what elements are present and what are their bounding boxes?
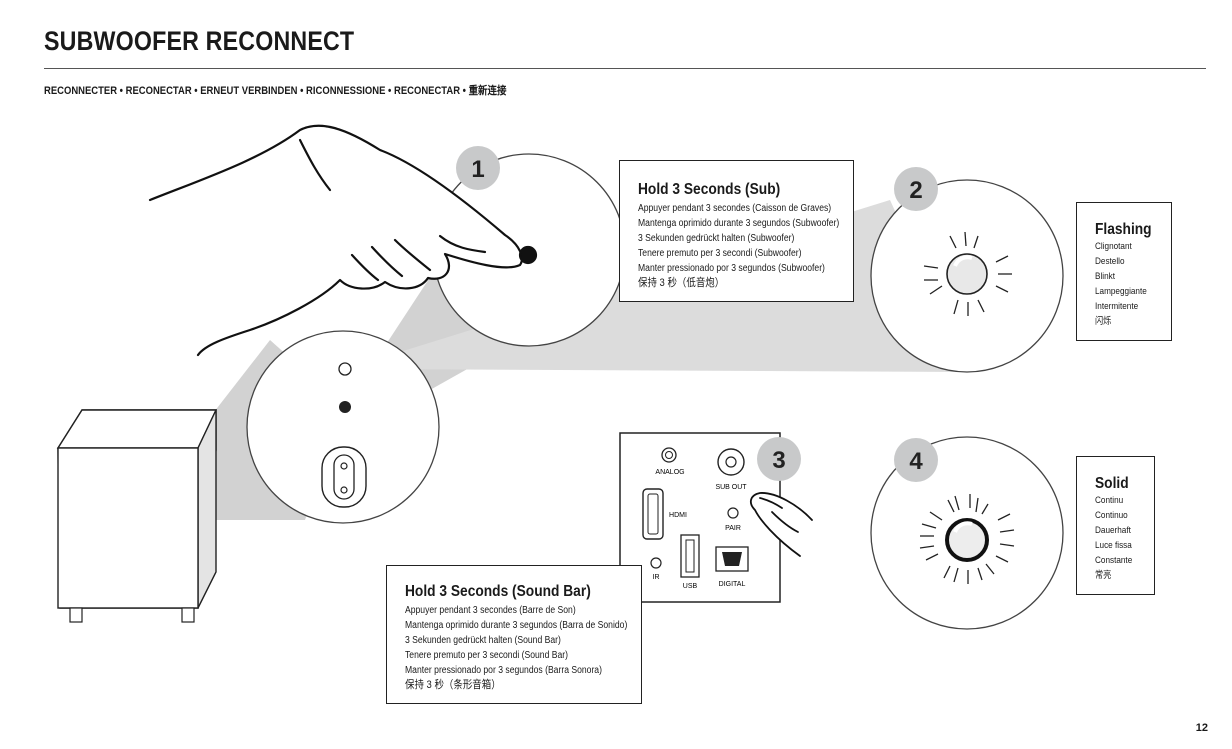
soundbar-instruction-box: Hold 3 Seconds (Sound Bar) Appuyer penda…: [386, 565, 642, 704]
sub-instruction-heading: Hold 3 Seconds (Sub): [638, 181, 781, 198]
sub-connect-button: [339, 401, 351, 413]
sub-led-indicator: [338, 362, 352, 376]
soundbar-instruction-line: Appuyer pendant 3 secondes (Barre de Son…: [405, 605, 576, 616]
flashing-state-box: Flashing Clignotant Destello Blinkt Lamp…: [1076, 202, 1172, 341]
sub-instruction-line: Tenere premuto per 3 secondi (Subwoofer): [638, 248, 802, 259]
page-number: 12: [1195, 722, 1208, 734]
sub-instruction-line: 3 Sekunden gedrückt halten (Subwoofer): [638, 233, 795, 244]
hdmi-label: HDMI: [669, 512, 687, 519]
subwoofer-icon: [56, 409, 218, 623]
pair-label: PAIR: [725, 525, 741, 532]
ir-label: IR: [653, 574, 660, 581]
flashing-line: Intermitente: [1095, 301, 1139, 312]
flashing-line: Lampeggiante: [1095, 286, 1147, 297]
sub-back-zoom: [246, 330, 440, 524]
solid-line: 常亮: [1095, 570, 1112, 581]
sub-instruction-line: 保持 3 秒（低音炮）: [638, 277, 725, 289]
flashing-line: Destello: [1095, 256, 1125, 267]
step-badge-4: 4: [894, 438, 938, 482]
hand-pressing-icon: [148, 124, 538, 357]
solid-line: Continu: [1095, 495, 1124, 506]
solid-line: Luce fissa: [1095, 540, 1132, 551]
soundbar-instruction-line: 3 Sekunden gedrückt halten (Sound Bar): [405, 635, 561, 646]
solid-heading: Solid: [1095, 475, 1129, 492]
svg-text:2: 2: [909, 177, 922, 204]
step-badge-1: 1: [456, 146, 500, 190]
solid-state-box: Solid Continu Continuo Dauerhaft Luce fi…: [1076, 456, 1155, 595]
soundbar-instruction-line: Tenere premuto per 3 secondi (Sound Bar): [405, 650, 569, 661]
digital-label: DIGITAL: [719, 581, 746, 588]
step-badge-2: 2: [894, 167, 938, 211]
soundbar-instruction-line: Manter pressionado por 3 segundos (Barra…: [405, 665, 602, 676]
soundbar-rear-panel: ANALOG SUB OUT HDMI PAIR IR USB DIGITAL: [619, 432, 813, 603]
sub-instruction-line: Appuyer pendant 3 secondes (Caisson de G…: [638, 203, 832, 214]
usb-label: USB: [683, 583, 698, 590]
page-subtitle: RECONNECTER • RECONECTAR • ERNEUT VERBIN…: [44, 85, 507, 97]
svg-text:4: 4: [909, 448, 923, 475]
solid-line: Dauerhaft: [1095, 525, 1131, 536]
sub-out-label: SUB OUT: [715, 484, 747, 491]
page-title: SUBWOOFER RECONNECT: [44, 26, 355, 56]
led-solid-icon: [870, 436, 1064, 630]
svg-text:1: 1: [471, 156, 484, 183]
sub-instruction-line: Manter pressionado por 3 segundos (Subwo…: [638, 263, 825, 274]
finger-pressing-icon: [749, 492, 813, 557]
flashing-line: Clignotant: [1095, 241, 1132, 252]
soundbar-instruction-line: 保持 3 秒（条形音箱）: [405, 679, 501, 691]
flashing-heading: Flashing: [1095, 221, 1152, 238]
sub-instruction-box: Hold 3 Seconds (Sub) Appuyer pendant 3 s…: [619, 160, 854, 302]
analog-label: ANALOG: [655, 469, 684, 476]
ir-sensor: [650, 557, 662, 569]
led-flashing-icon: [870, 179, 1064, 373]
flashing-line: Blinkt: [1095, 271, 1115, 282]
title-divider: [44, 68, 1206, 69]
soundbar-instruction-line: Mantenga oprimido durante 3 segundos (Ba…: [405, 620, 628, 631]
sub-instruction-line: Mantenga oprimido durante 3 segundos (Su…: [638, 218, 840, 229]
solid-line: Continuo: [1095, 510, 1128, 521]
flashing-line: 闪烁: [1095, 316, 1112, 327]
solid-line: Constante: [1095, 555, 1133, 566]
step-badge-3: 3: [757, 437, 801, 481]
svg-text:3: 3: [772, 447, 785, 474]
soundbar-instruction-heading: Hold 3 Seconds (Sound Bar): [405, 583, 591, 600]
pair-button: [727, 507, 739, 519]
